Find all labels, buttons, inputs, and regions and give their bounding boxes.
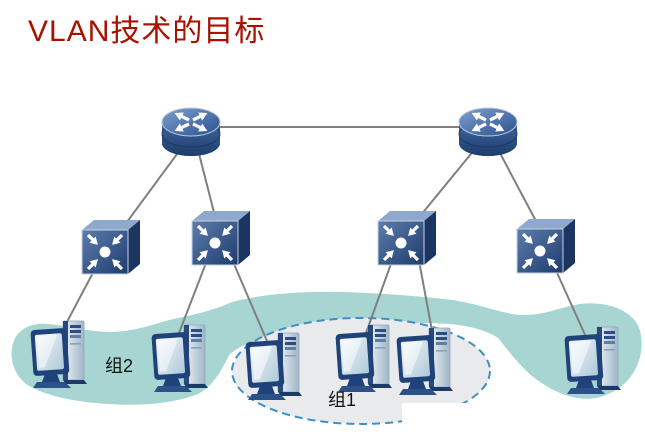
switch-icon [377,210,437,266]
switch-4 [516,218,576,274]
page-title: VLAN技术的目标 [28,15,266,48]
switch-icon [81,219,141,275]
switch-icon [516,218,576,274]
group1-label: 组1 [328,390,356,410]
router-icon [161,107,221,157]
switch-icon [191,210,251,266]
router-2 [458,107,518,157]
router-icon [458,107,518,157]
switch-3 [377,210,437,266]
router-1 [161,107,221,157]
white-patch [402,403,494,433]
switch-2 [191,210,251,266]
group2-label: 组2 [105,356,133,376]
switch-1 [81,219,141,275]
